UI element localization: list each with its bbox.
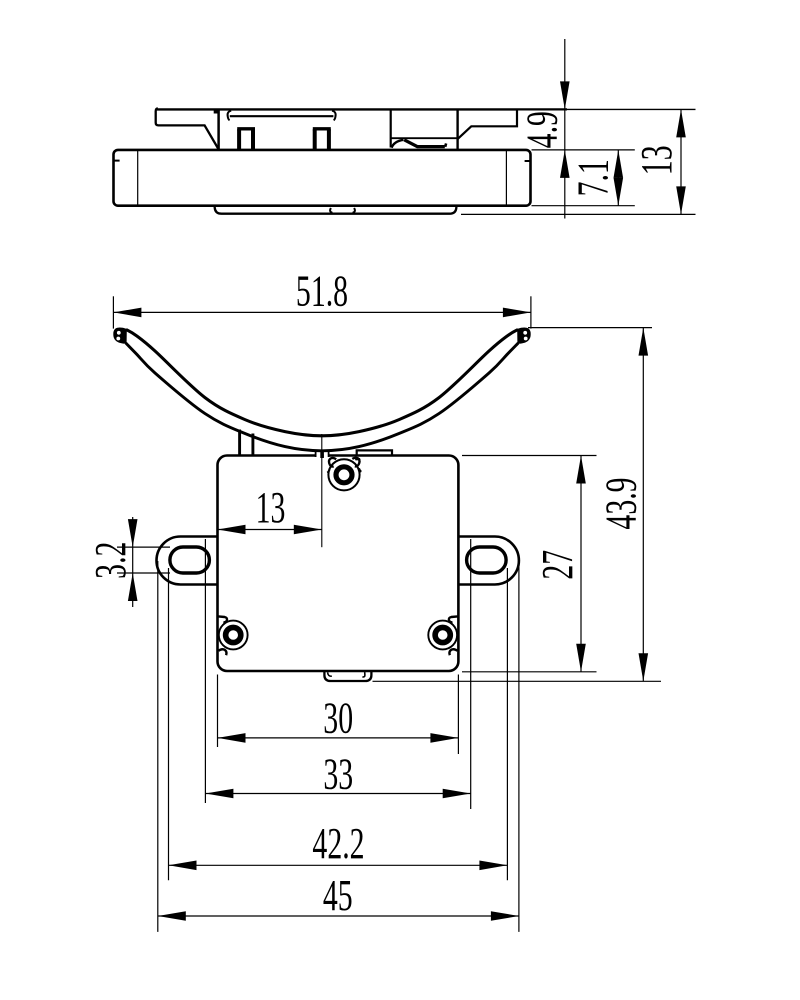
svg-text:4.9: 4.9 [518,111,567,148]
svg-text:43.9: 43.9 [597,477,646,529]
svg-text:45: 45 [323,871,353,920]
svg-text:42.2: 42.2 [312,819,364,868]
svg-text:3.2: 3.2 [86,542,135,579]
svg-text:33: 33 [323,750,353,799]
svg-text:51.8: 51.8 [296,267,348,316]
svg-text:27: 27 [533,550,582,580]
svg-text:7.1: 7.1 [569,159,618,196]
svg-text:30: 30 [323,694,353,743]
svg-text:13: 13 [632,145,681,175]
svg-text:13: 13 [256,483,286,532]
